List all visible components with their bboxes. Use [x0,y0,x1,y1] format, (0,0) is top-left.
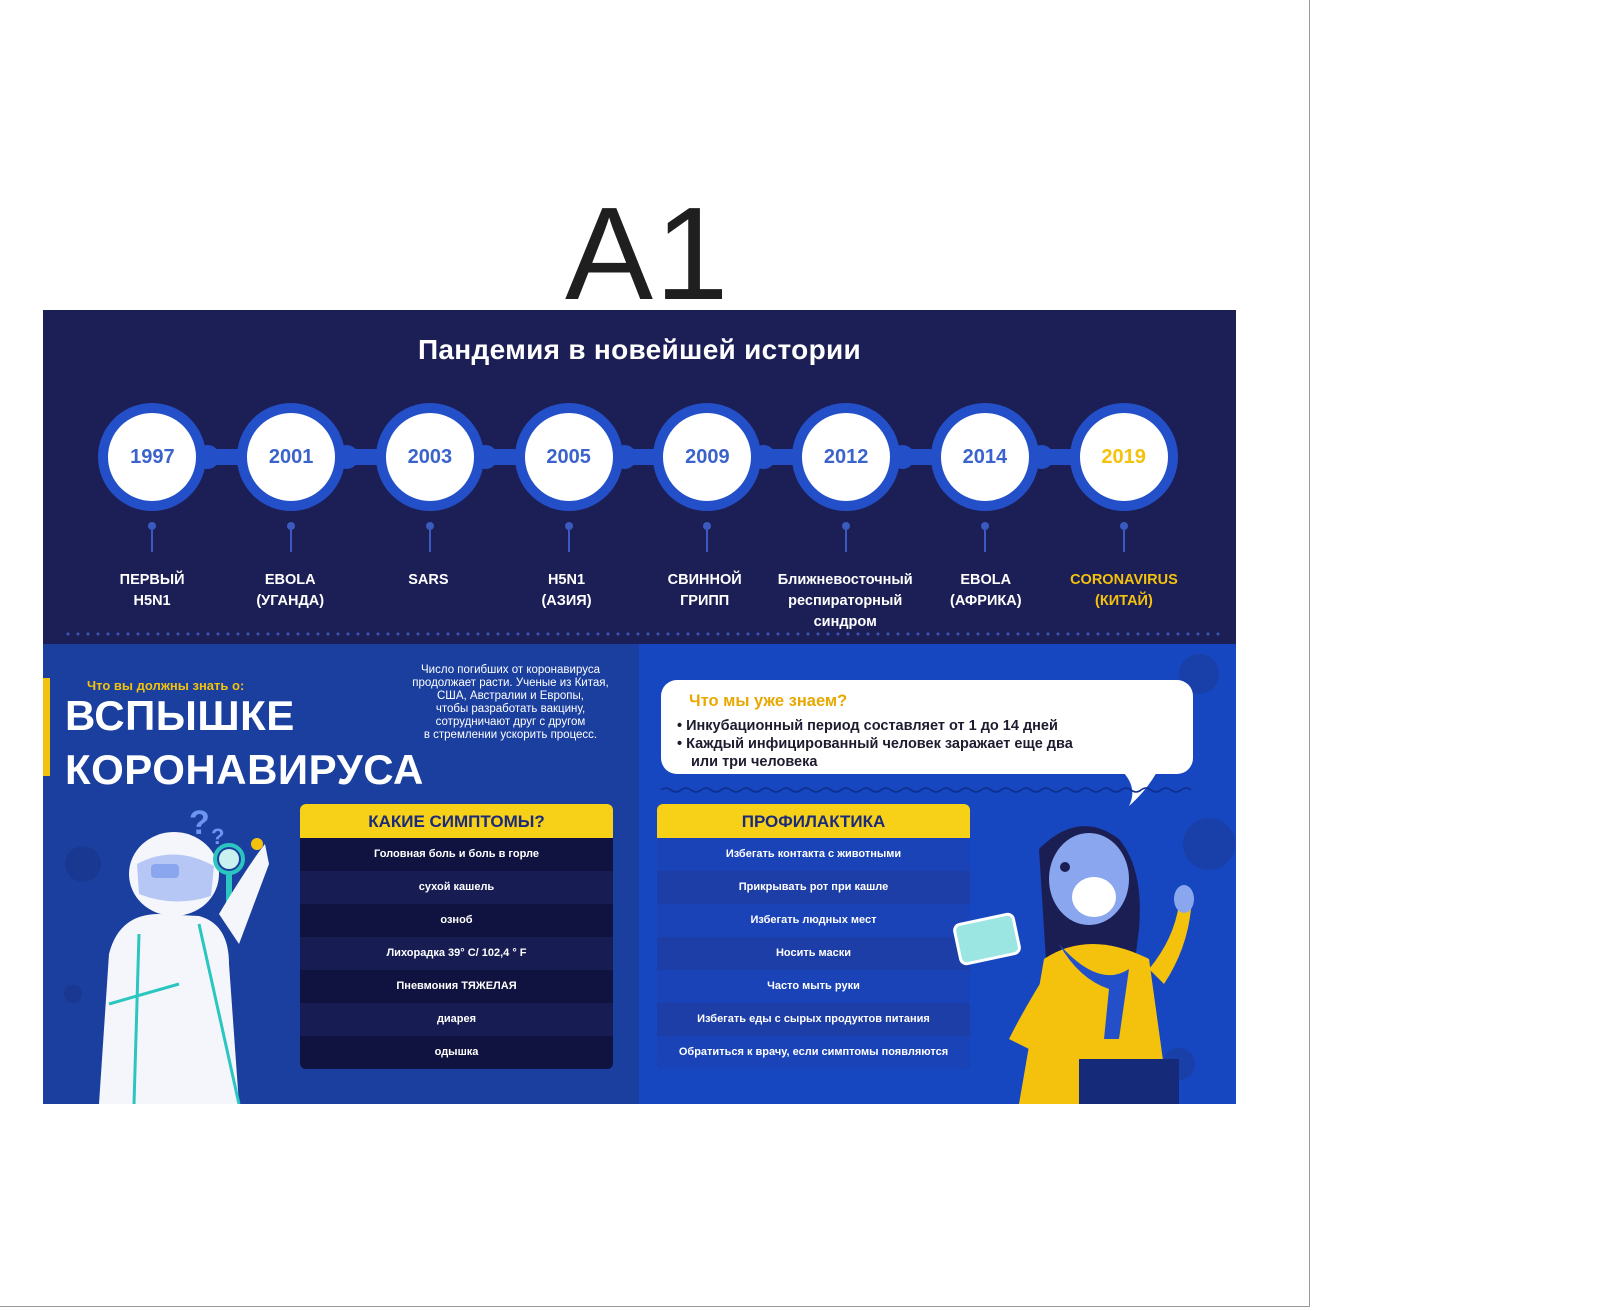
known-title: Что мы уже знаем? [689,692,848,710]
year-circle-2003: 2003 [375,403,484,511]
year-circle-1997: 1997 [98,403,207,511]
prevention-rows: Избегать контакта с животными Прикрывать… [657,838,970,1069]
timeline-pins [83,522,1193,562]
timeline-years: 1997 2001 2003 2005 2009 2012 2014 2019 [83,402,1193,512]
symptoms-title: КАКИЕ СИМПТОМЫ? [300,804,613,838]
prevention-row: Часто мыть руки [657,970,970,1003]
wave-divider [661,787,1192,793]
pin-marker [83,522,222,562]
headline-line2: КОРОНАВИРУСА [65,746,424,793]
event-label-highlight: CORONAVIRUS (КИТАЙ) [1070,572,1178,609]
headline-line1: ВСПЫШКЕ [65,692,295,739]
symptom-row: диарея [300,1003,613,1036]
year-circle-2001: 2001 [237,403,346,511]
prevention-title: ПРОФИЛАКТИКА [657,804,970,838]
svg-text:?: ? [189,804,210,842]
poster-title: Пандемия в новейшей истории [417,334,862,365]
prevention-row: Избегать контакта с животными [657,838,970,871]
known-item: • Каждый инфицированный человек заражает… [677,736,1073,752]
year-circle-2009: 2009 [653,403,762,511]
symptom-row: сухой кашель [300,871,613,904]
dotted-divider [63,632,1223,636]
known-item-continued: или три человека [691,754,818,770]
event-label: H5N1 (АЗИЯ) [541,572,592,609]
symptom-row: Головная боль и боль в горле [300,838,613,871]
accent-bar [43,678,50,776]
print-sheet [0,0,1310,1307]
prevention-table: ПРОФИЛАКТИКА Избегать контакта с животны… [657,804,970,1069]
year-circle-2019: 2019 [1069,403,1178,511]
pin-marker [361,522,500,562]
pin-marker [1054,522,1193,562]
prevention-row: Прикрывать рот при кашле [657,871,970,904]
timeline-events: ПЕРВЫЙ H5N1 EBOLA (УГАНДА) SARS H5N1 (АЗ… [83,570,1193,633]
pin-marker [916,522,1055,562]
woman-with-mask-illustration [953,826,1194,1104]
svg-text:?: ? [211,824,224,849]
symptom-row: одышка [300,1036,613,1069]
speech-bubble: Что мы уже знаем? • Инкубационный период… [661,680,1193,774]
pin-marker [222,522,361,562]
year-circle-2005: 2005 [514,403,623,511]
symptoms-table: КАКИЕ СИМПТОМЫ? Головная боль и боль в г… [300,804,613,1069]
year-circle-2012: 2012 [792,403,901,511]
year-circle-2014: 2014 [930,403,1039,511]
prevention-row: Избегать еды с сырых продуктов питания [657,1003,970,1036]
symptom-row: Пневмония ТЯЖЕЛАЯ [300,970,613,1003]
scientist-illustration: ? ? [99,804,269,1104]
prevention-row: Обратиться к врачу, если симптомы появля… [657,1036,970,1069]
event-label: EBOLA (УГАНДА) [256,572,325,609]
pin-marker [777,522,916,562]
known-item: • Инкубационный период составляет от 1 д… [677,718,1058,734]
event-label: EBOLA (АФРИКА) [949,572,1022,609]
bubble-tail [1119,768,1159,806]
event-label: SARS [408,572,449,588]
right-panel: Что мы уже знаем? • Инкубационный период… [639,644,1236,1104]
event-label: ПЕРВЫЙ H5N1 [119,572,185,609]
intro-text: Число погибших от коронавируса продолжае… [412,664,609,741]
left-panel: Что вы должны знать о: ВСПЫШКЕ КОРОНАВИР… [43,644,639,1104]
symptoms-rows: Головная боль и боль в горле сухой кашел… [300,838,613,1069]
symptom-row: озноб [300,904,613,937]
symptom-row: Лихорадка 39° C/ 102,4 ° F [300,937,613,970]
timeline-section: Пандемия в новейшей истории 1997 2001 20… [43,310,1236,644]
pin-marker [499,522,638,562]
poster: Пандемия в новейшей истории 1997 2001 20… [43,310,1236,1104]
event-label: СВИННОЙ ГРИПП [667,572,742,609]
event-label: Ближневосточный респираторный синдром [777,572,913,630]
size-label: A1 [565,180,731,327]
prevention-row: Избегать людных мест [657,904,970,937]
pin-marker [638,522,777,562]
prevention-row: Носить маски [657,937,970,970]
kicker-text: Что вы должны знать о: [87,678,245,693]
